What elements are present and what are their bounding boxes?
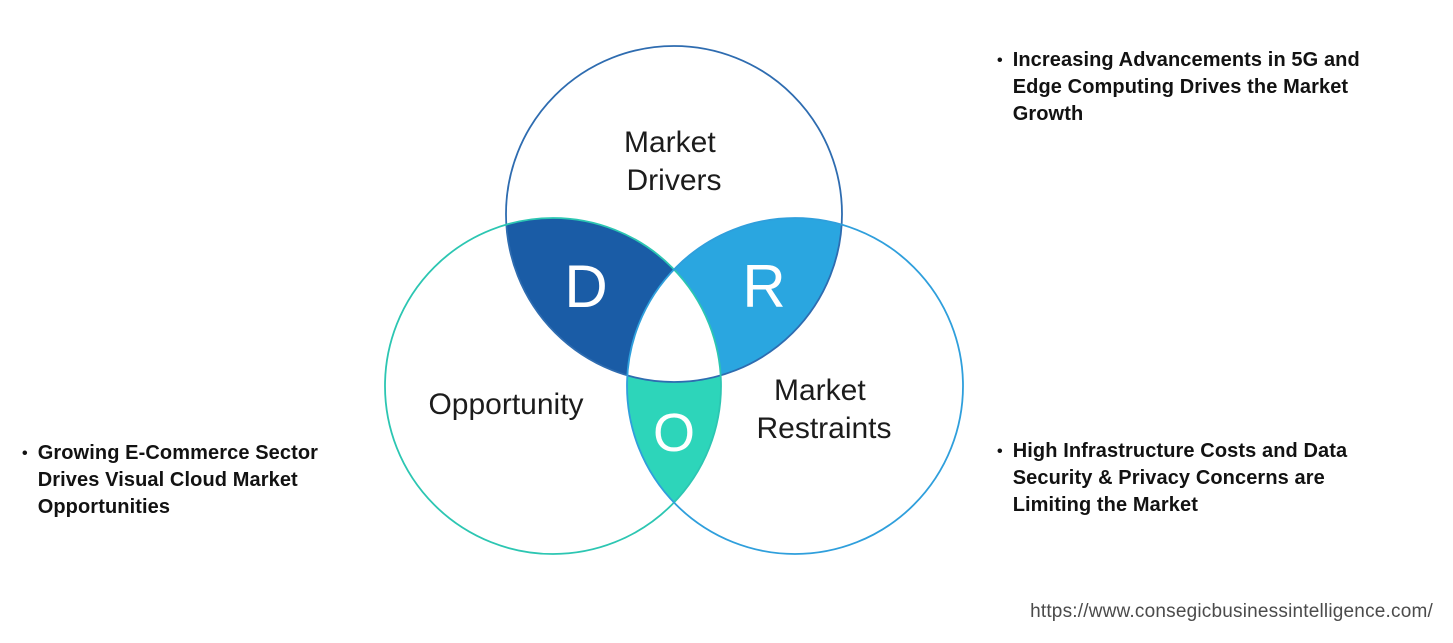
circle-market-drivers bbox=[505, 45, 843, 383]
bullet-5g-edge-computing: • Increasing Advancements in 5G and Edge… bbox=[995, 47, 1425, 128]
label-line: Restraints bbox=[756, 412, 891, 445]
bullet-text: Growing E-Commerce Sector Drives Visual … bbox=[38, 440, 318, 521]
intersection-letter-r: R bbox=[742, 253, 785, 320]
label-market-drivers: Market Drivers bbox=[624, 126, 724, 197]
circle-opportunity bbox=[384, 217, 722, 555]
bullet-line: Drives Visual Cloud Market bbox=[37, 469, 298, 491]
bullet-line: Increasing Advancements in 5G and bbox=[1012, 49, 1360, 71]
intersection-r-region bbox=[627, 218, 842, 382]
bullet-icon: • bbox=[22, 445, 28, 462]
bullet-text: Increasing Advancements in 5G and Edge C… bbox=[1013, 47, 1360, 128]
bullet-line: Opportunities bbox=[37, 496, 171, 518]
bullet-line: Growing E-Commerce Sector bbox=[37, 442, 319, 464]
label-line: Market bbox=[624, 126, 716, 159]
intersection-d-region bbox=[506, 218, 721, 382]
bullet-line: High Infrastructure Costs and Data bbox=[1012, 440, 1348, 462]
bullet-line: Limiting the Market bbox=[1012, 494, 1198, 516]
label-line: Drivers bbox=[627, 164, 722, 197]
bullet-line: Edge Computing Drives the Market bbox=[1012, 76, 1349, 98]
label-opportunity: Opportunity bbox=[428, 388, 583, 421]
bullet-icon: • bbox=[997, 443, 1003, 460]
intersection-letter-d: D bbox=[564, 253, 607, 320]
bullet-line: Growth bbox=[1012, 103, 1084, 125]
source-url: https://www.consegicbusinessintelligence… bbox=[1030, 601, 1433, 622]
circle-market-restraints bbox=[626, 217, 964, 555]
label-market-restraints: Market Restraints bbox=[756, 374, 891, 445]
bullet-icon: • bbox=[997, 52, 1003, 69]
label-line: Market bbox=[774, 374, 866, 407]
bullet-infrastructure-costs: • High Infrastructure Costs and Data Sec… bbox=[995, 438, 1425, 519]
intersection-letter-o: O bbox=[653, 403, 695, 463]
bullet-ecommerce-opportunity: • Growing E-Commerce Sector Drives Visua… bbox=[20, 440, 400, 521]
bullet-text: High Infrastructure Costs and Data Secur… bbox=[1013, 438, 1348, 519]
label-line: Opportunity bbox=[428, 388, 583, 421]
bullet-line: Security & Privacy Concerns are bbox=[1012, 467, 1325, 489]
